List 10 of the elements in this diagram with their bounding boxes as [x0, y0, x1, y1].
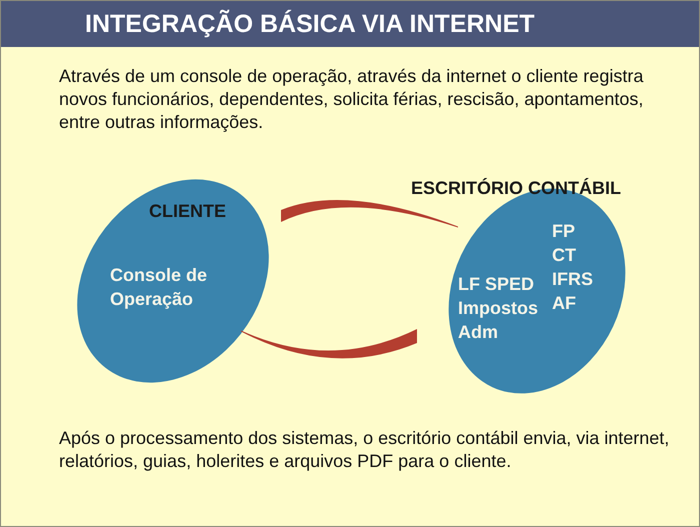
node-heading: CLIENTE: [149, 200, 226, 223]
curved-connector: [241, 329, 417, 358]
node-label: FP CT IFRS AF: [552, 220, 594, 315]
node-label: LF SPED Impostos Adm: [458, 273, 538, 344]
curved-connector: [281, 200, 458, 228]
paragraph: Através de um console de operação, através da internet o cliente registra novos funcionários, dependentes, solicita férias, rescisão, apontamentos, entre outras informações.: [59, 65, 644, 134]
node-label: Console de Operação: [110, 264, 208, 311]
node-heading: ESCRITÓRIO CONTÁBIL: [411, 177, 621, 200]
paragraph: Após o processamento dos sistemas, o escritório contábil envia, via internet, relatórios, guias, holerites e arquivos PDF para o cliente.: [59, 427, 670, 473]
title-banner: INTEGRAÇÃO BÁSICA VIA INTERNET: [1, 1, 699, 47]
